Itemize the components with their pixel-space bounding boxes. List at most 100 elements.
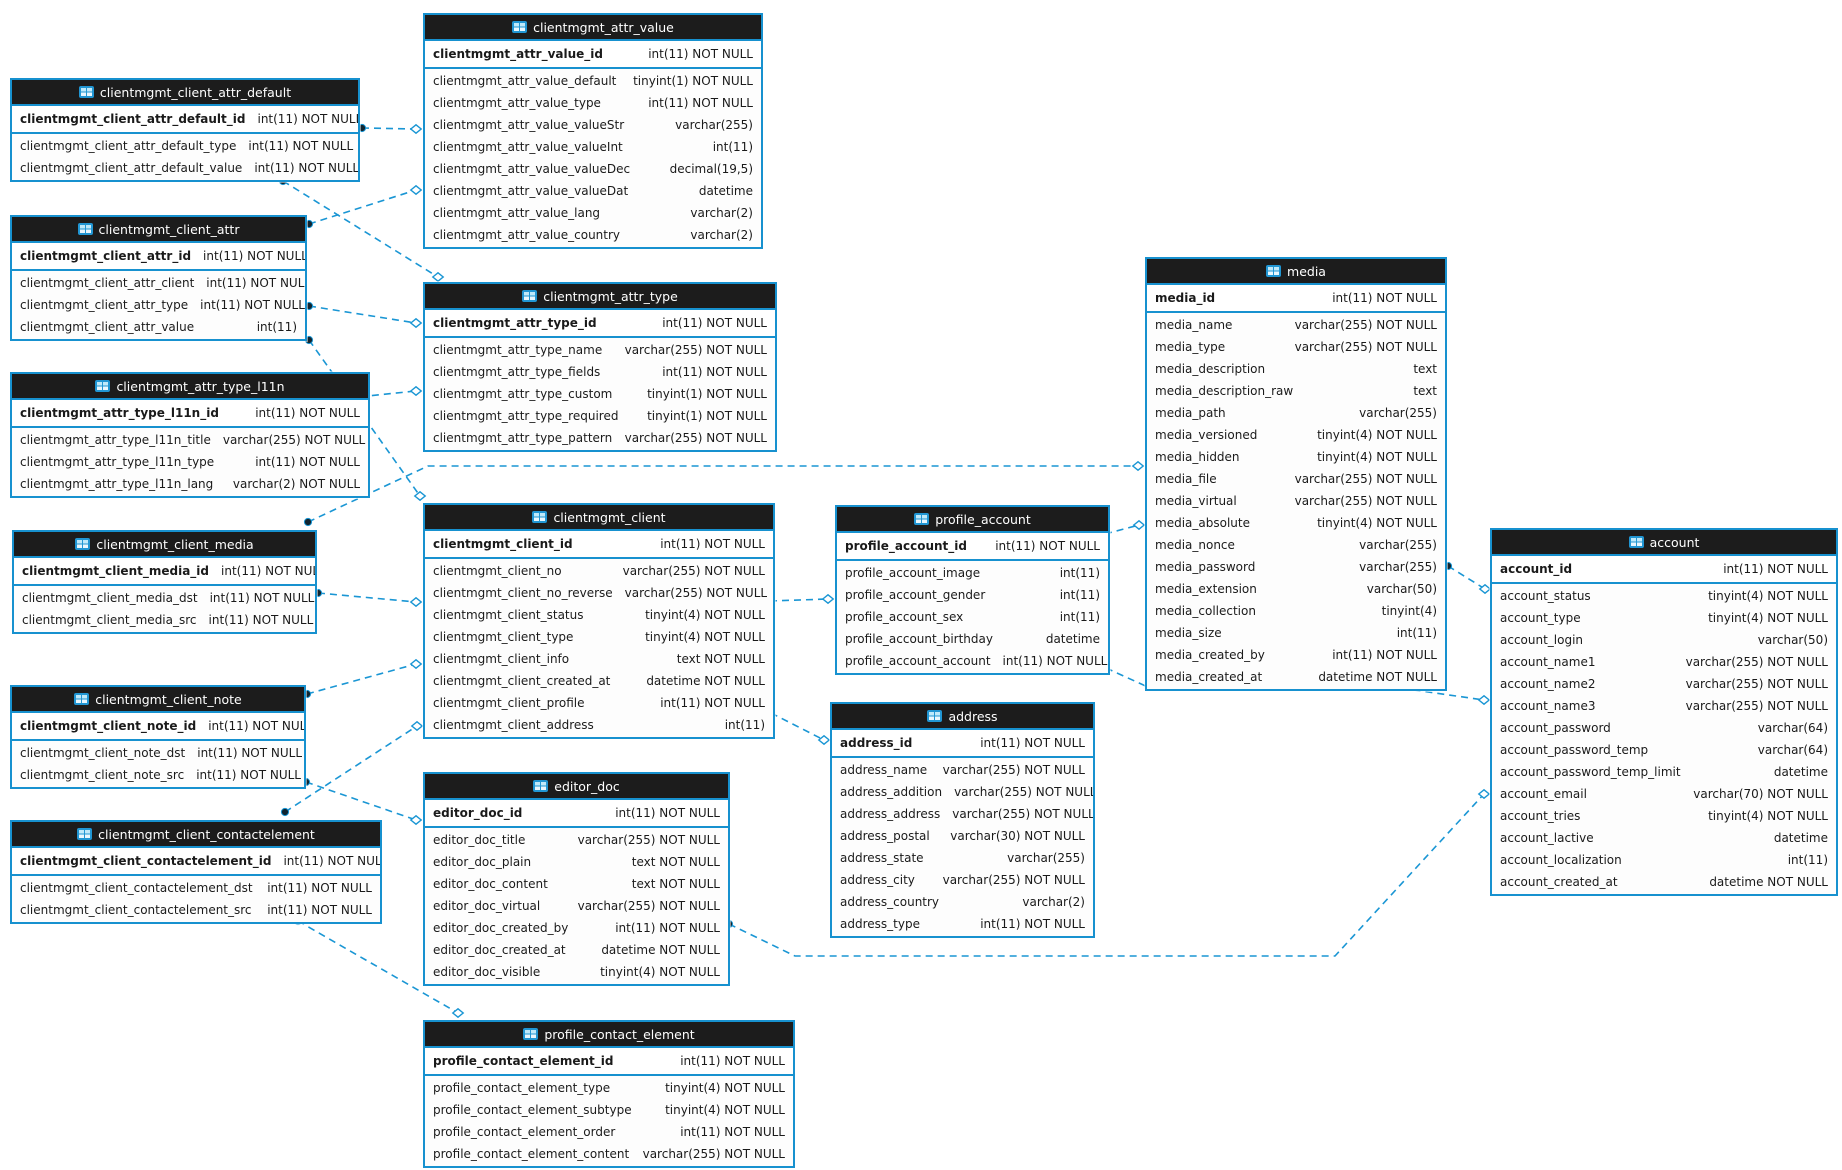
- table-header[interactable]: clientmgmt_attr_type: [425, 284, 775, 310]
- entity-table-clientmgmt_client_contactelement[interactable]: clientmgmt_client_contactelement clientmg…: [10, 820, 382, 924]
- relationship-line-clientmgmt_client_media--media[interactable]: [307, 465, 1138, 523]
- relationship-line-clientmgmt_client_attr--clientmgmt_attr_type[interactable]: [308, 305, 417, 324]
- relationship-line-clientmgmt_client--profile_account[interactable]: [769, 598, 829, 602]
- relationship-line-clientmgmt_client_media--clientmgmt_client[interactable]: [317, 592, 417, 603]
- table-header[interactable]: clientmgmt_attr_type_l11n: [12, 374, 368, 400]
- relationship-line-clientmgmt_client_note--clientmgmt_client[interactable]: [306, 663, 417, 695]
- relationship-line-clientmgmt_client_note--editor_doc[interactable]: [305, 781, 417, 821]
- table-header[interactable]: clientmgmt_attr_value: [425, 15, 761, 41]
- relationship-line-clientmgmt_client_attr--clientmgmt_attr_value[interactable]: [308, 189, 417, 225]
- table-header[interactable]: media: [1147, 259, 1445, 285]
- table-header[interactable]: clientmgmt_client_attr_default: [12, 80, 358, 106]
- table-header[interactable]: clientmgmt_client_attr: [12, 217, 305, 243]
- table-header[interactable]: editor_doc: [425, 774, 728, 800]
- relationship-line-clientmgmt_client--address[interactable]: [770, 712, 825, 741]
- relationship-line-clientmgmt_client_attr--clientmgmt_client[interactable]: [308, 339, 421, 497]
- table-header[interactable]: clientmgmt_client_contactelement: [12, 822, 380, 848]
- table-header[interactable]: profile_account: [837, 507, 1108, 533]
- table-header[interactable]: clientmgmt_client_media: [14, 532, 315, 558]
- table-header[interactable]: account: [1492, 530, 1836, 556]
- relationship-line-media--account[interactable]: [1447, 565, 1486, 590]
